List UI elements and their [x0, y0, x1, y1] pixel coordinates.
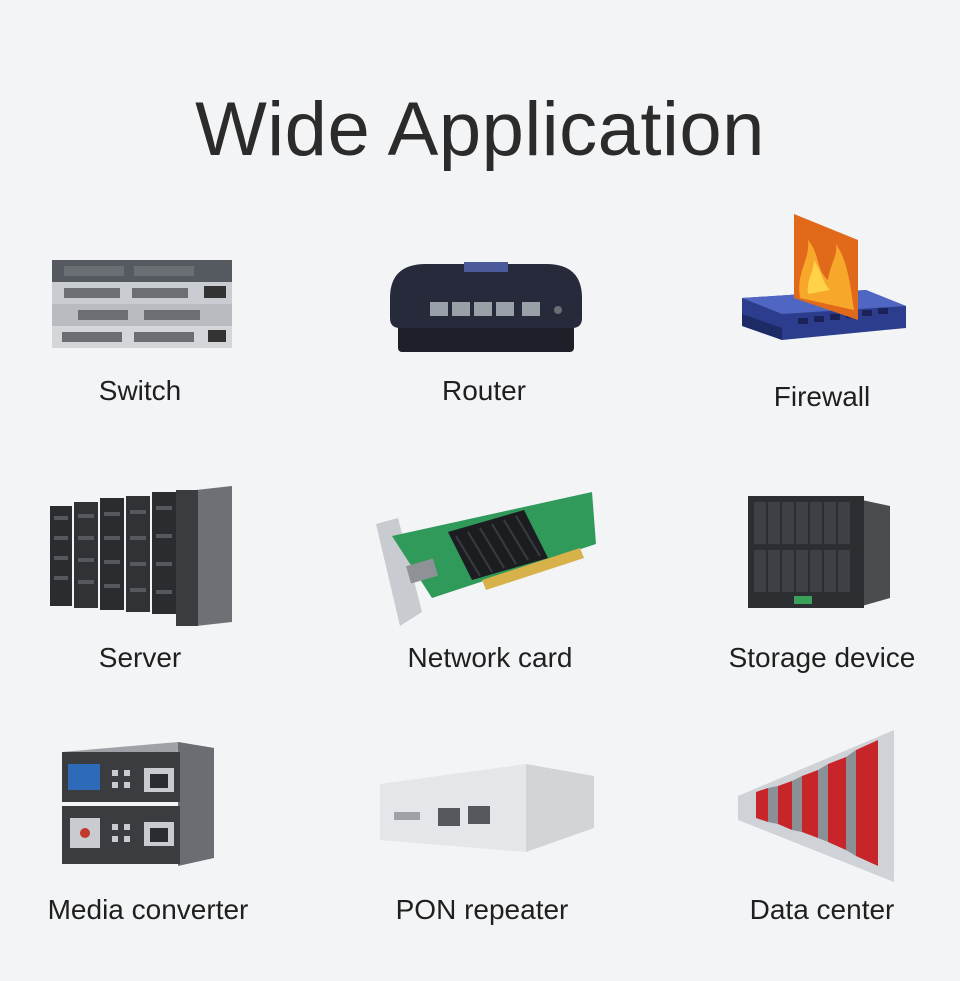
network-card-icon [376, 492, 596, 626]
item-label-server: Server [98, 642, 182, 673]
page-title: Wide Application [195, 87, 765, 172]
firewall-icon [742, 214, 906, 340]
item-label-data-center: Data center [749, 894, 895, 925]
item-label-switch: Switch [98, 375, 182, 406]
item-label-router: Router [441, 375, 527, 406]
item-label-media-converter: Media converter [47, 894, 249, 925]
item-label-firewall: Firewall [773, 381, 871, 412]
network-switch-icon [52, 260, 232, 348]
item-label-network-card: Network card [407, 642, 573, 673]
router-icon [390, 262, 582, 352]
server-rack-icon [50, 486, 232, 626]
pon-repeater-icon [380, 764, 594, 852]
storage-device-icon [748, 496, 890, 608]
media-converter-icon [62, 742, 214, 866]
data-center-icon [738, 730, 894, 882]
item-label-storage-device: Storage device [728, 642, 916, 673]
item-label-pon-repeater: PON repeater [395, 894, 569, 925]
